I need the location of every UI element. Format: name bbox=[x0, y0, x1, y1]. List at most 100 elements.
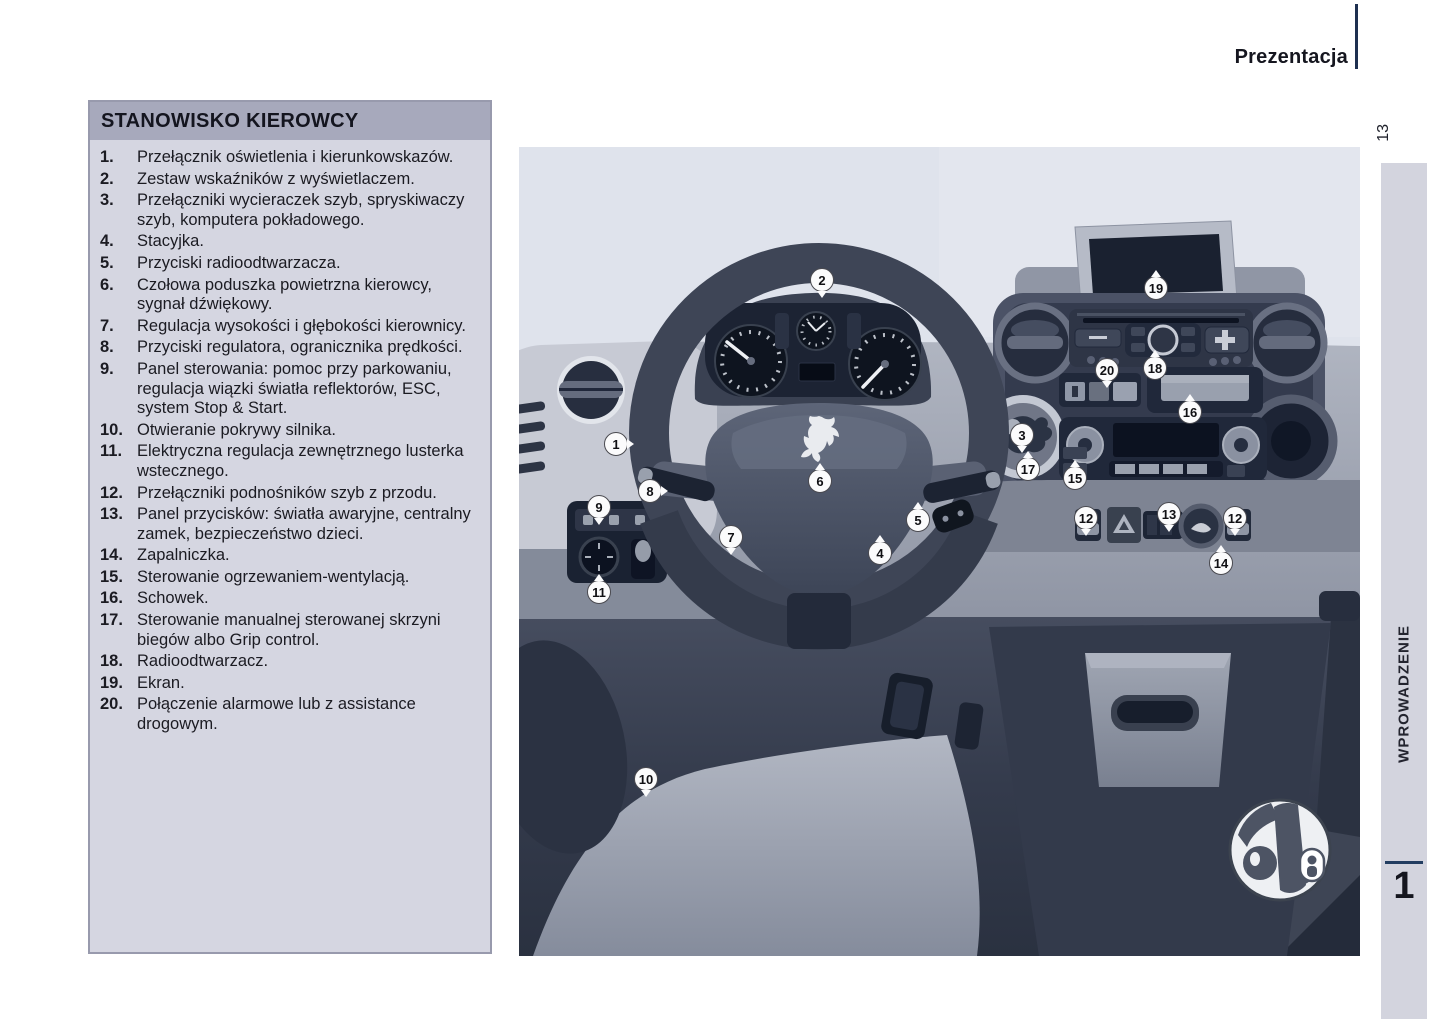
list-item-number: 6. bbox=[100, 275, 114, 294]
list-item-number: 4. bbox=[100, 232, 114, 251]
instrument-cluster bbox=[694, 292, 932, 406]
list-item-text: Przyciski radioodtwarzacza. bbox=[137, 253, 341, 272]
callout-6: 6 bbox=[808, 463, 832, 493]
list-item-text: Przyciski regulatora, ogranicznika prędk… bbox=[137, 338, 463, 357]
callout-8: 8 bbox=[638, 479, 668, 503]
list-item-number: 3. bbox=[100, 191, 114, 210]
list-item-number: 19. bbox=[100, 673, 123, 692]
cd-slot bbox=[1083, 318, 1239, 323]
list-item-number: 9. bbox=[100, 359, 114, 378]
fuel-temp-gauge bbox=[796, 311, 836, 351]
list-item: 14. Zapalniczka. bbox=[100, 546, 482, 566]
chapter-number: 1 bbox=[1393, 865, 1415, 907]
callout-12: 12 bbox=[1223, 506, 1247, 536]
list-item-number: 17. bbox=[100, 611, 123, 630]
chapter-section-label: WPROWADZENIE bbox=[1395, 625, 1413, 763]
list-item-text: Schowek. bbox=[137, 589, 209, 608]
list-item-number: 2. bbox=[100, 169, 114, 188]
list-item-text: Elektryczna regulacja zewnętrznego luste… bbox=[137, 442, 464, 480]
steering-column bbox=[787, 593, 851, 649]
legend-panel-title: STANOWISKO KIEROWCY bbox=[101, 109, 359, 132]
grip-control-badge-icon bbox=[1228, 798, 1332, 902]
list-item: 2. Zestaw wskaźników z wyświetlaczem. bbox=[100, 170, 482, 190]
header-rule bbox=[1355, 4, 1358, 69]
callout-20: 20 bbox=[1095, 358, 1119, 388]
list-item-number: 13. bbox=[100, 505, 123, 524]
list-item-number: 10. bbox=[100, 420, 123, 439]
radio-unit bbox=[1069, 309, 1253, 367]
console-vent-top-right bbox=[1246, 302, 1328, 384]
hazard-button bbox=[1107, 507, 1141, 543]
dashboard-illustration bbox=[519, 147, 1360, 956]
list-item: 18. Radioodtwarzacz. bbox=[100, 652, 482, 672]
list-item-text: Radioodtwarzacz. bbox=[137, 652, 269, 671]
list-item-number: 16. bbox=[100, 589, 123, 608]
callout-4: 4 bbox=[868, 535, 892, 565]
list-item: 15. Sterowanie ogrzewaniem-wentylacją. bbox=[100, 568, 482, 588]
list-item-number: 20. bbox=[100, 695, 123, 714]
list-item: 13.Panel przycisków: światła awaryjne, c… bbox=[100, 505, 482, 544]
chapter-rule bbox=[1385, 861, 1423, 864]
mirror-select-switch bbox=[635, 540, 651, 562]
list-item-text: Zestaw wskaźników z wyświetlaczem. bbox=[137, 169, 415, 188]
park-assist-panel bbox=[549, 515, 667, 539]
list-item: 9. Panel sterowania: pomoc przy parkowani… bbox=[100, 360, 482, 419]
driver-seat bbox=[533, 735, 980, 956]
steering-wheel bbox=[629, 243, 1009, 650]
list-item: 8.Przyciski regulatora, ogranicznika prę… bbox=[100, 338, 482, 358]
side-demister-slats bbox=[519, 401, 546, 474]
chapter-strip: WPROWADZENIE 1 bbox=[1381, 163, 1427, 1019]
tachometer bbox=[848, 327, 922, 401]
radio-knob bbox=[1147, 324, 1179, 356]
climate-control-panel bbox=[1059, 417, 1267, 481]
list-item-number: 12. bbox=[100, 483, 123, 502]
callout-12: 12 bbox=[1074, 506, 1098, 536]
cluster-display bbox=[798, 362, 836, 382]
peugeot-lion-icon bbox=[801, 416, 839, 462]
callout-15: 15 bbox=[1063, 460, 1087, 490]
list-item-number: 18. bbox=[100, 652, 123, 671]
mirror-control-panel bbox=[567, 501, 667, 583]
list-item: 5.Przyciski radioodtwarzacza. bbox=[100, 254, 482, 274]
list-item-text: Sterowanie manualnej sterowanej skrzyni … bbox=[137, 611, 441, 649]
list-item-number: 14. bbox=[100, 546, 123, 565]
cigarette-lighter bbox=[1178, 503, 1224, 549]
list-item-text: Przełącznik oświetlenia i kierunkowskazó… bbox=[137, 148, 454, 166]
console-vent-top-left bbox=[994, 302, 1076, 384]
callout-1: 1 bbox=[604, 432, 634, 456]
list-item-text: Otwieranie pokrywy silnika. bbox=[137, 420, 336, 439]
callout-13: 13 bbox=[1157, 502, 1181, 532]
list-item: 20.Połączenie alarmowe lub z assistance … bbox=[100, 695, 482, 734]
list-item-text: Przełączniki wycieraczek szyb, spryskiwa… bbox=[137, 191, 465, 229]
list-item-text: Zapalniczka. bbox=[137, 546, 230, 565]
callout-10: 10 bbox=[634, 767, 658, 797]
driver-station-list: 1. Przełącznik oświetlenia i kierunkowska… bbox=[90, 140, 490, 743]
list-item: 4.Stacyjka. bbox=[100, 232, 482, 252]
page-title: Prezentacja bbox=[1234, 46, 1348, 68]
dash-display bbox=[1147, 367, 1263, 413]
list-item: 11. Elektryczna regulacja zewnętrznego lu… bbox=[100, 442, 482, 481]
legend-panel-header: STANOWISKO KIEROWCY bbox=[90, 102, 490, 140]
wiper-stalk bbox=[923, 470, 1001, 503]
speedometer bbox=[714, 324, 788, 398]
callout-5: 5 bbox=[906, 502, 930, 532]
list-item-text: Sterowanie ogrzewaniem-wentylacją. bbox=[137, 567, 410, 586]
left-air-vent bbox=[557, 356, 625, 424]
callout-19: 19 bbox=[1144, 270, 1168, 300]
list-item-text: Przełączniki podnośników szyb z przodu. bbox=[137, 483, 437, 502]
legend-panel: STANOWISKO KIEROWCY 1. Przełącznik oświet… bbox=[88, 100, 492, 954]
storage-cubby bbox=[1085, 653, 1231, 787]
list-item: 1. Przełącznik oświetlenia i kierunkowska… bbox=[100, 148, 482, 168]
list-item-number: 15. bbox=[100, 567, 123, 586]
list-item-text: Panel sterowania: pomoc przy parkowaniu,… bbox=[137, 359, 452, 418]
door-armrest bbox=[519, 640, 628, 854]
list-item: 19. Ekran. bbox=[100, 674, 482, 694]
list-item: 12. Przełączniki podnośników szyb z przod… bbox=[100, 484, 482, 504]
list-item-text: Ekran. bbox=[137, 673, 185, 692]
radio-remote-pod bbox=[932, 499, 974, 533]
list-item-text: Regulacja wysokości i głębokości kierown… bbox=[137, 316, 466, 335]
list-item-number: 1. bbox=[100, 148, 114, 166]
list-item-number: 11. bbox=[100, 442, 123, 461]
callout-16: 16 bbox=[1178, 394, 1202, 424]
